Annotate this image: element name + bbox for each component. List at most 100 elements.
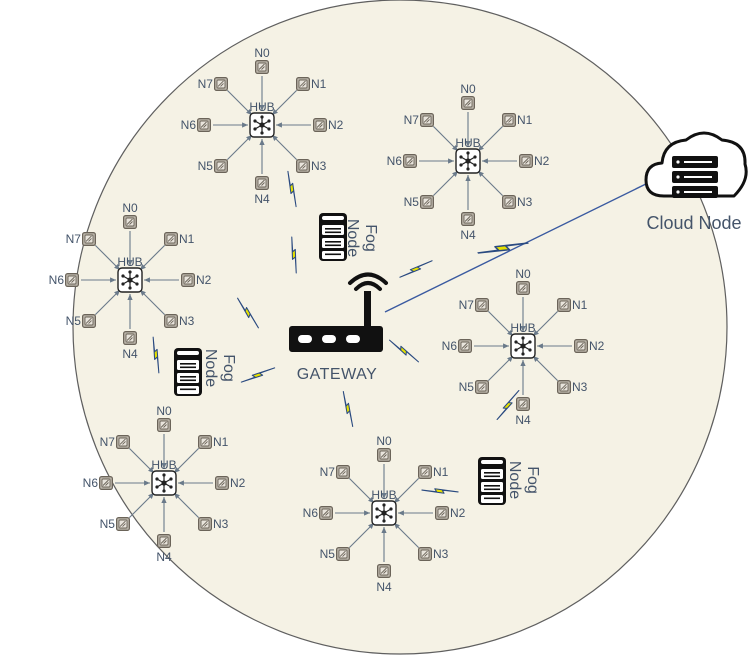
sensor-link [173, 447, 200, 474]
node-label-n7: N7 [100, 435, 116, 449]
sensor-node-icon [255, 176, 269, 190]
gateway-label: GATEWAY [297, 366, 378, 383]
node-label-n1: N1 [179, 232, 195, 246]
node-label-n0: N0 [376, 434, 392, 448]
node-label-n5: N5 [100, 517, 116, 531]
sensor-node-icon [81, 231, 96, 246]
sensor-link [94, 244, 121, 271]
hub-label: HUB [510, 321, 535, 335]
node-label-n3: N3 [517, 195, 533, 209]
node-label-n5: N5 [404, 195, 420, 209]
sensor-link [226, 89, 253, 116]
node-label-n4: N4 [460, 228, 476, 242]
sensor-node-icon [198, 517, 213, 532]
hub-icon [510, 333, 536, 359]
node-label-n0: N0 [515, 267, 531, 281]
sensor-node-icon [296, 159, 311, 174]
sensor-link [139, 289, 166, 316]
hub-label: HUB [455, 136, 480, 150]
sensor-link [477, 125, 504, 152]
fog-node-bottom-right: FogNode [478, 457, 541, 505]
node-label-n3: N3 [213, 517, 229, 531]
sensor-link [128, 492, 155, 519]
sensor-link [432, 125, 459, 152]
node-label-n1: N1 [433, 465, 449, 479]
node-label-n3: N3 [572, 380, 588, 394]
sensor-node-icon [461, 96, 475, 110]
cloud-node-label: Cloud Node [646, 213, 741, 233]
sensor-node-icon [296, 76, 311, 91]
hub-label: HUB [117, 255, 142, 269]
hub-label: HUB [249, 100, 274, 114]
node-label-n4: N4 [122, 347, 138, 361]
sensor-node-icon [164, 314, 179, 329]
node-label-n6: N6 [83, 476, 99, 490]
sensor-link [348, 522, 375, 549]
node-label-n5: N5 [320, 547, 336, 561]
sensor-node-icon [516, 397, 530, 411]
sensor-node-icon [255, 60, 269, 74]
sensor-node-icon [319, 506, 333, 520]
sensor-link [94, 289, 121, 316]
sensor-node-icon [377, 448, 391, 462]
sensor-node-icon [99, 476, 113, 490]
node-label-n0: N0 [156, 404, 172, 418]
sensor-node-icon [474, 380, 489, 395]
sensor-link [532, 310, 559, 337]
hub-label: HUB [151, 458, 176, 472]
node-label-n7: N7 [320, 465, 336, 479]
sensor-node-icon [403, 154, 417, 168]
sensor-link [487, 355, 514, 382]
hub-icon [371, 500, 397, 526]
hub-clusters: N0N1N2N3N4N5N6N7HUBN0N1N2N3N4N5N6N7HUBN0… [49, 46, 605, 594]
sensor-node-icon [115, 517, 130, 532]
sensor-node-icon [474, 297, 489, 312]
sensor-node-icon [335, 464, 350, 479]
sensor-node-icon [213, 159, 228, 174]
sensor-link [432, 170, 459, 197]
node-label-n2: N2 [328, 118, 344, 132]
node-label-n3: N3 [179, 314, 195, 328]
fog-node-label: FogNode [202, 349, 237, 387]
node-label-n6: N6 [49, 273, 65, 287]
node-label-n2: N2 [450, 506, 466, 520]
node-label-n2: N2 [230, 476, 246, 490]
sensor-link [532, 355, 559, 382]
sensor-link [173, 492, 200, 519]
server-icon [478, 457, 506, 505]
sensor-node-icon [502, 195, 517, 210]
hub-icon [249, 112, 275, 138]
node-label-n3: N3 [433, 547, 449, 561]
sensor-link [226, 134, 253, 161]
sensor-link [271, 134, 298, 161]
sensor-link [477, 170, 504, 197]
node-label-n7: N7 [198, 77, 214, 91]
sensor-link [139, 244, 166, 271]
node-label-n6: N6 [387, 154, 403, 168]
sensor-node-icon [377, 564, 391, 578]
server-icon [174, 348, 202, 396]
sensor-node-icon [157, 418, 171, 432]
sensor-node-icon [461, 212, 475, 226]
node-label-n5: N5 [66, 314, 82, 328]
sensor-link [393, 522, 420, 549]
node-label-n7: N7 [66, 232, 82, 246]
node-label-n4: N4 [515, 413, 531, 427]
node-label-n4: N4 [156, 550, 172, 564]
sensor-node-icon [557, 380, 572, 395]
node-label-n0: N0 [122, 201, 138, 215]
sensor-node-icon [123, 331, 137, 345]
sensor-link [128, 447, 155, 474]
sensor-node-icon [435, 506, 449, 520]
router-icon [289, 272, 388, 352]
sensor-node-icon [181, 273, 195, 287]
node-label-n6: N6 [442, 339, 458, 353]
sensor-link [487, 310, 514, 337]
node-label-n0: N0 [254, 46, 270, 60]
